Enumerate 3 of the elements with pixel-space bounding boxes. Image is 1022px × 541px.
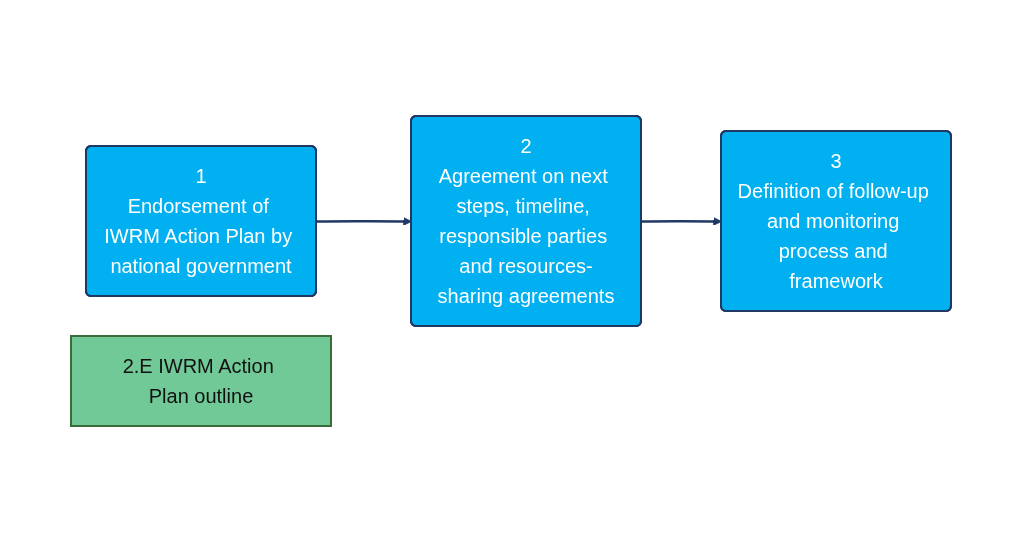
- node-box: 2.E IWRM Action Plan outline: [70, 334, 332, 427]
- arrow: [641, 216, 722, 226]
- arrow: [316, 216, 412, 226]
